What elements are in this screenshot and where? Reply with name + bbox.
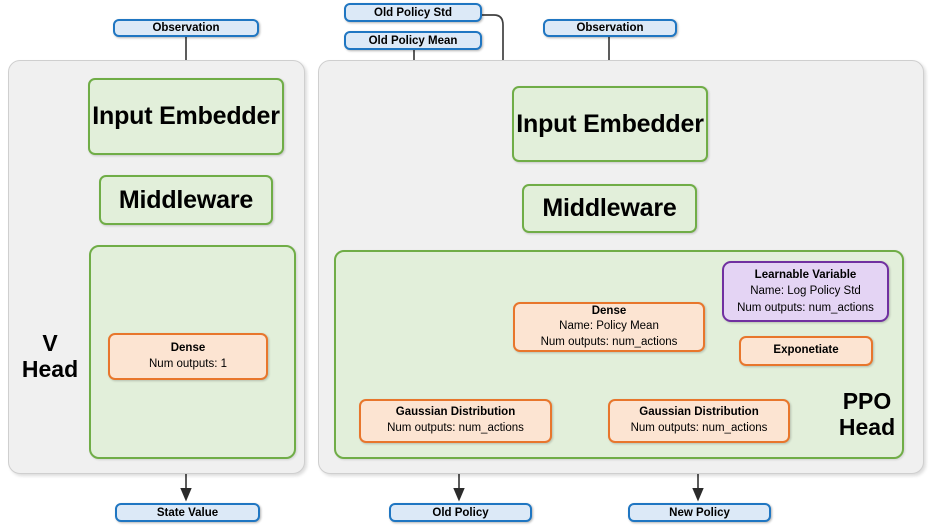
- input-embedder-v-label: Input Embedder: [92, 102, 280, 130]
- v-head-label-line2: Head: [21, 356, 79, 383]
- input-observation-left-label: Observation: [152, 22, 220, 34]
- input-old-policy-mean-label: Old Policy Mean: [368, 34, 458, 47]
- learnable-variable-log-policy-std[interactable]: Learnable Variable Name: Log Policy Std …: [722, 261, 889, 322]
- input-observation-right[interactable]: Observation: [543, 19, 677, 37]
- middleware-v[interactable]: Middleware: [99, 175, 273, 225]
- input-embedder-ppo-label: Input Embedder: [516, 109, 704, 138]
- ppo-head-label: PPO Head: [822, 388, 912, 441]
- learnable-variable-name: Name: Log Policy Std: [750, 285, 861, 298]
- gaussian-old-title: Gaussian Distribution: [395, 406, 516, 419]
- input-embedder-ppo[interactable]: Input Embedder: [512, 86, 708, 162]
- gaussian-new-title: Gaussian Distribution: [639, 406, 759, 419]
- dense-policy-mean-title: Dense: [591, 304, 627, 317]
- exponentiate-title: Exponetiate: [773, 344, 839, 357]
- gaussian-old-outputs: Num outputs: num_actions: [387, 422, 524, 434]
- input-old-policy-mean[interactable]: Old Policy Mean: [344, 31, 482, 50]
- middleware-ppo[interactable]: Middleware: [522, 184, 697, 233]
- output-old-policy[interactable]: Old Policy: [389, 503, 532, 522]
- dense-policy-mean[interactable]: Dense Name: Policy Mean Num outputs: num…: [513, 302, 705, 352]
- output-new-policy-label: New Policy: [669, 506, 730, 519]
- dense-policy-mean-name: Name: Policy Mean: [559, 320, 659, 333]
- output-state-value[interactable]: State Value: [115, 503, 260, 522]
- dense-v-outputs: Num outputs: 1: [149, 357, 227, 370]
- dense-v-title: Dense: [170, 341, 206, 354]
- ppo-head-label-line1: PPO: [842, 388, 892, 414]
- ppo-head-label-line2: Head: [838, 414, 896, 441]
- learnable-variable-outputs: Num outputs: num_actions: [737, 301, 874, 314]
- input-embedder-v[interactable]: Input Embedder: [88, 78, 284, 155]
- dense-policy-mean-outputs: Num outputs: num_actions: [540, 335, 678, 348]
- middleware-v-label: Middleware: [118, 185, 254, 214]
- output-new-policy[interactable]: New Policy: [628, 503, 771, 522]
- input-old-policy-std[interactable]: Old Policy Std: [344, 3, 482, 22]
- gaussian-distribution-old[interactable]: Gaussian Distribution Num outputs: num_a…: [359, 399, 552, 443]
- v-head-label: V Head: [14, 330, 86, 383]
- v-head-label-line1: V: [42, 330, 58, 356]
- exponentiate[interactable]: Exponetiate: [739, 336, 873, 366]
- gaussian-new-outputs: Num outputs: num_actions: [630, 422, 768, 434]
- input-old-policy-std-label: Old Policy Std: [374, 6, 452, 19]
- dense-v[interactable]: Dense Num outputs: 1: [108, 333, 268, 380]
- learnable-variable-title: Learnable Variable: [754, 269, 857, 282]
- middleware-ppo-label: Middleware: [542, 194, 677, 222]
- output-state-value-label: State Value: [156, 506, 219, 519]
- input-observation-left[interactable]: Observation: [113, 19, 259, 37]
- output-old-policy-label: Old Policy: [432, 506, 489, 519]
- input-observation-right-label: Observation: [576, 22, 644, 34]
- gaussian-distribution-new[interactable]: Gaussian Distribution Num outputs: num_a…: [608, 399, 790, 443]
